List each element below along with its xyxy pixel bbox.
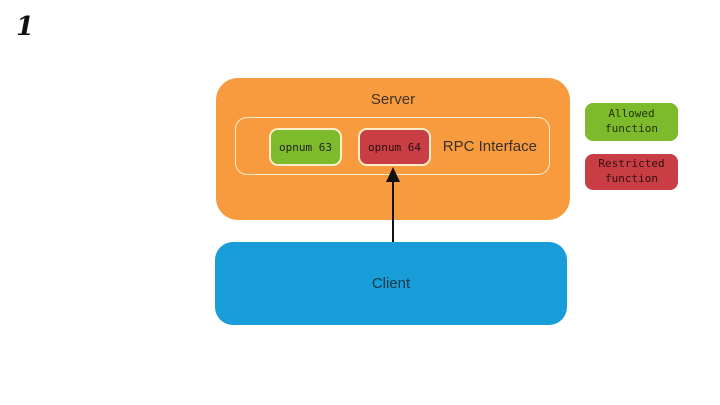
rpc-interface-label: RPC Interface [442,137,537,155]
legend-restricted-function: Restricted function [585,154,678,190]
page-number: 1 [16,12,35,42]
opnum-63-box: opnum 63 [269,128,342,166]
arrow-line [392,180,394,243]
arrow-head-icon [386,167,400,182]
client-label: Client [371,275,411,292]
opnum-64-box: opnum 64 [358,128,431,166]
client-box: Client [215,242,567,325]
legend-allowed-function: Allowed function [585,103,678,141]
server-label: Server [370,91,416,108]
